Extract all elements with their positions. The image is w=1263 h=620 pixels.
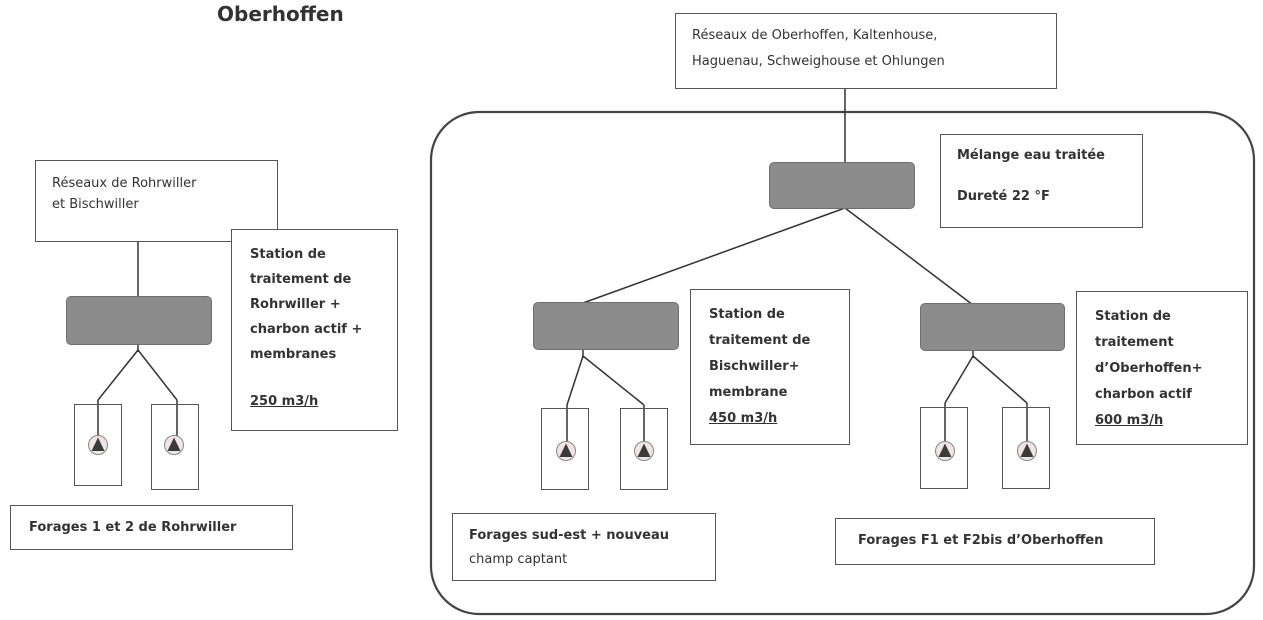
- diagram-title: Oberhoffen: [217, 2, 344, 26]
- left-network-line-1: Réseaux de Rohrwiller: [52, 176, 197, 191]
- bischwiller-station-line-4: membrane: [709, 385, 788, 400]
- bisch-branch-a: [566, 355, 584, 406]
- pump-icon: [1017, 441, 1037, 461]
- left-network-box: Réseaux de Rohrwiller et Bischwiller: [35, 160, 278, 242]
- well-f2bis: [1002, 407, 1050, 489]
- mix-to-bischwiller: [582, 207, 846, 304]
- rohrwiller-station-line-1: Station de: [250, 247, 326, 262]
- supply-zone-frame: [429, 110, 1256, 616]
- bischwiller-flow-rate: 450 m3/h: [709, 411, 778, 426]
- oberhoffen-station-line-1: Station de: [1095, 309, 1171, 324]
- mix-info-box: Mélange eau traitée Dureté 22 °F: [940, 134, 1143, 228]
- right-network-box: Réseaux de Oberhoffen, Kaltenhouse, Hagu…: [675, 13, 1057, 89]
- left-branch-b: [137, 349, 178, 401]
- rohrwiller-station-line-5: membranes: [250, 347, 337, 362]
- rohrwiller-station-box: Station de traitement de Rohrwiller + ch…: [231, 229, 398, 431]
- pump-icon: [556, 441, 576, 461]
- left-network-line-2: et Bischwiller: [52, 197, 139, 212]
- rohrwiller-station-line-4: charbon actif +: [250, 322, 363, 337]
- right-network-line-1: Réseaux de Oberhoffen, Kaltenhouse,: [692, 28, 938, 43]
- pump-icon: [634, 441, 654, 461]
- ober-branch-a: [944, 355, 974, 404]
- pump-icon: [88, 435, 108, 455]
- well-rohrwiller-1: [74, 404, 122, 486]
- bisch-branch-b: [582, 355, 645, 406]
- sud-est-wells-line-2: champ captant: [469, 552, 568, 567]
- rohrwiller-flow-rate: 250 m3/h: [250, 394, 319, 409]
- rohrwiller-station-line-2: traitement de: [250, 272, 352, 287]
- bischwiller-treatment-block: [533, 302, 679, 350]
- oberhoffen-station-line-2: traitement: [1095, 335, 1174, 350]
- left-branch-a: [97, 349, 139, 401]
- bischwiller-station-line-1: Station de: [709, 307, 785, 322]
- well-rohrwiller-2: [151, 404, 199, 490]
- f1-f2bis-wells-box: Forages F1 et F2bis d’Oberhoffen: [835, 518, 1155, 565]
- sud-est-wells-line-1: Forages sud-est + nouveau: [469, 528, 670, 543]
- bischwiller-station-box: Station de traitement de Bischwiller+ me…: [690, 289, 850, 445]
- mixing-block: [769, 162, 915, 209]
- rohrwiller-station-line-3: Rohrwiller +: [250, 297, 341, 312]
- bischwiller-station-line-3: Bischwiller+: [709, 359, 800, 374]
- rohrwiller-treatment-block: [66, 296, 212, 345]
- ober-branch-b: [972, 355, 1028, 404]
- well-f1: [920, 407, 968, 489]
- oberhoffen-station-line-4: charbon actif: [1095, 387, 1192, 402]
- oberhoffen-station-line-3: d’Oberhoffen+: [1095, 361, 1203, 376]
- oberhoffen-treatment-block: [920, 303, 1065, 351]
- sud-est-wells-box: Forages sud-est + nouveau champ captant: [452, 513, 716, 581]
- rohrwiller-wells-label: Forages 1 et 2 de Rohrwiller: [29, 520, 237, 535]
- pump-icon: [935, 441, 955, 461]
- bischwiller-station-line-2: traitement de: [709, 333, 811, 348]
- mix-hardness: Dureté 22 °F: [957, 189, 1050, 204]
- pump-icon: [164, 435, 184, 455]
- well-sud-est-2: [620, 408, 668, 490]
- f1-f2bis-wells-label: Forages F1 et F2bis d’Oberhoffen: [858, 533, 1104, 548]
- oberhoffen-flow-rate: 600 m3/h: [1095, 413, 1164, 428]
- mix-label: Mélange eau traitée: [957, 148, 1105, 163]
- mix-to-oberhoffen: [844, 207, 974, 306]
- right-network-line-2: Haguenau, Schweighouse et Ohlungen: [692, 54, 945, 69]
- oberhoffen-station-box: Station de traitement d’Oberhoffen+ char…: [1076, 291, 1248, 445]
- well-sud-est-1: [541, 408, 589, 490]
- rohrwiller-wells-box: Forages 1 et 2 de Rohrwiller: [10, 505, 293, 550]
